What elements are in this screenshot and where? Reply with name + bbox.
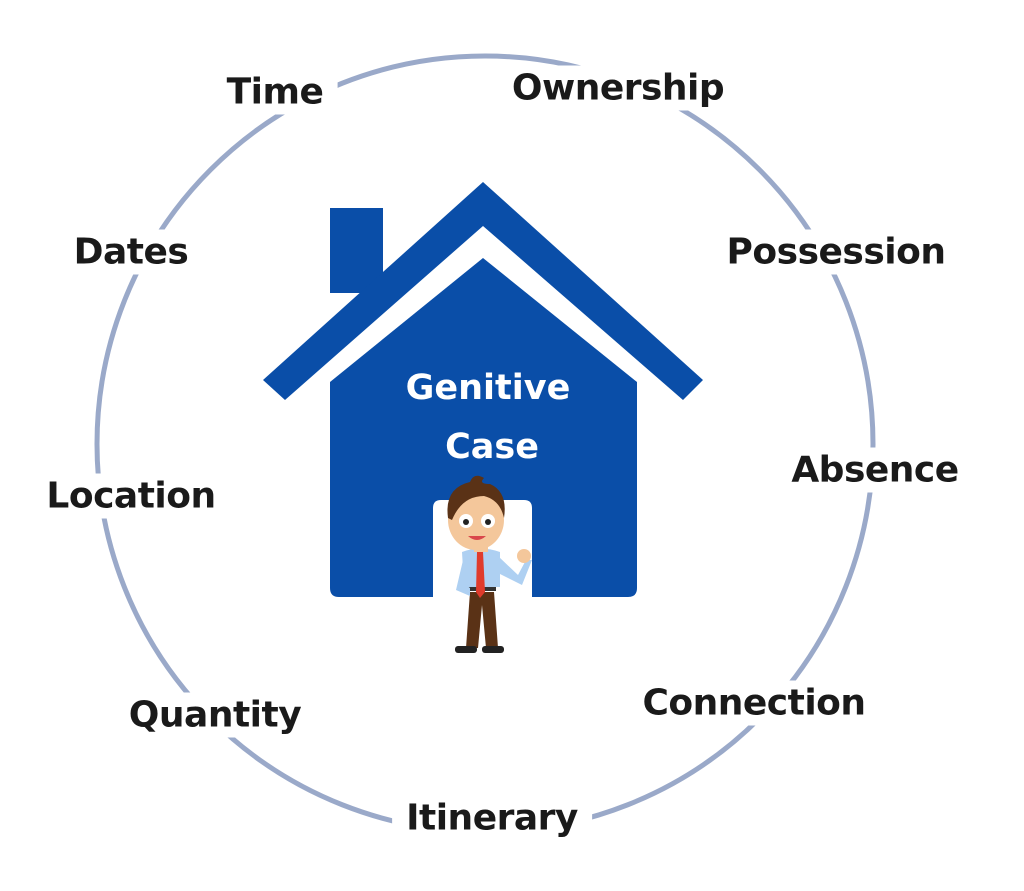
waving-man-icon (447, 475, 532, 653)
label-quantity: Quantity (114, 692, 316, 738)
title-line-2: Case (445, 427, 539, 467)
chimney (330, 208, 383, 293)
label-possession: Possession (712, 229, 960, 275)
label-dates: Dates (59, 229, 203, 275)
label-ownership: Ownership (497, 65, 739, 111)
label-time: Time (212, 69, 338, 115)
label-absence: Absence (777, 447, 973, 493)
label-location: Location (32, 473, 230, 519)
roof (263, 182, 703, 400)
label-itinerary: Itinerary (392, 795, 592, 841)
label-connection: Connection (628, 680, 880, 726)
title-line-1: Genitive (405, 368, 571, 408)
house-body (330, 258, 637, 597)
